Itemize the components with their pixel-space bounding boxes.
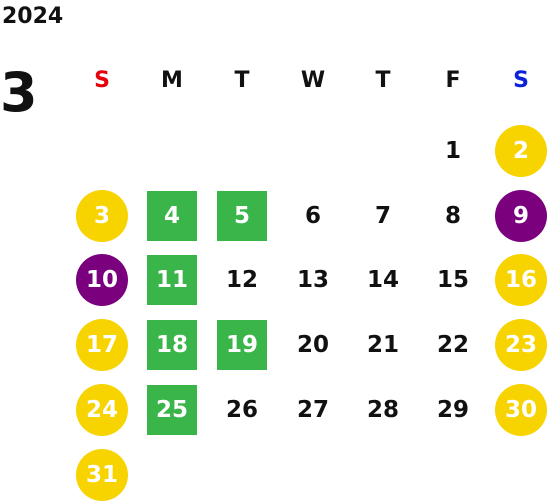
day-18[interactable]: 18 xyxy=(147,320,197,370)
weekday-tuesday: T xyxy=(234,68,250,93)
weekday-wednesday: W xyxy=(300,68,326,93)
day-14[interactable]: 14 xyxy=(366,267,399,293)
day-9[interactable]: 9 xyxy=(495,190,547,242)
day-26[interactable]: 26 xyxy=(225,397,258,423)
day-31[interactable]: 31 xyxy=(76,449,128,501)
day-17[interactable]: 17 xyxy=(76,319,128,371)
day-22[interactable]: 22 xyxy=(436,332,469,358)
weekday-saturday: S xyxy=(513,68,529,93)
weekday-friday: F xyxy=(445,68,461,93)
day-8[interactable]: 8 xyxy=(444,203,461,229)
month-label: 3 xyxy=(0,61,38,124)
day-29[interactable]: 29 xyxy=(436,397,469,423)
day-10[interactable]: 10 xyxy=(76,254,128,306)
day-13[interactable]: 13 xyxy=(296,267,329,293)
day-5[interactable]: 5 xyxy=(217,191,267,241)
weekday-sunday: S xyxy=(94,68,110,93)
day-11[interactable]: 11 xyxy=(147,255,197,305)
day-30[interactable]: 30 xyxy=(495,384,547,436)
day-3[interactable]: 3 xyxy=(76,190,128,242)
day-27[interactable]: 27 xyxy=(296,397,329,423)
day-20[interactable]: 20 xyxy=(296,332,329,358)
weekday-thursday: T xyxy=(375,68,391,93)
day-7[interactable]: 7 xyxy=(374,203,391,229)
day-12[interactable]: 12 xyxy=(225,267,258,293)
day-1[interactable]: 1 xyxy=(444,138,461,164)
day-25[interactable]: 25 xyxy=(147,385,197,435)
day-2[interactable]: 2 xyxy=(495,125,547,177)
year-label: 2024 xyxy=(2,4,64,29)
day-15[interactable]: 15 xyxy=(436,267,469,293)
day-23[interactable]: 23 xyxy=(495,319,547,371)
day-16[interactable]: 16 xyxy=(495,254,547,306)
day-24[interactable]: 24 xyxy=(76,384,128,436)
day-21[interactable]: 21 xyxy=(366,332,399,358)
day-4[interactable]: 4 xyxy=(147,191,197,241)
day-28[interactable]: 28 xyxy=(366,397,399,423)
day-19[interactable]: 19 xyxy=(217,320,267,370)
day-6[interactable]: 6 xyxy=(304,203,321,229)
weekday-monday: M xyxy=(161,68,183,93)
